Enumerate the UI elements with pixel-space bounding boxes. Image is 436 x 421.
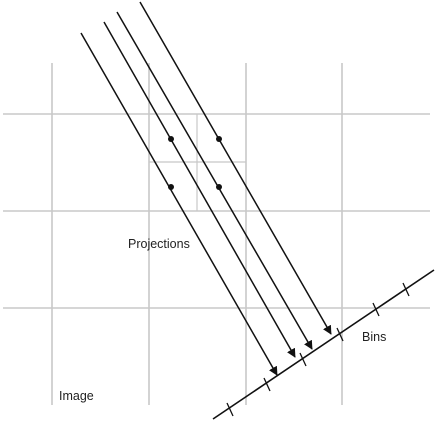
projection-rays — [80, 1, 332, 376]
projection-ray — [103, 21, 296, 358]
bin-tick — [263, 377, 271, 392]
bin-tick — [226, 402, 234, 417]
projection-ray — [80, 32, 278, 376]
image-grid — [3, 63, 430, 405]
projection-ray — [116, 11, 313, 350]
detector-line — [212, 269, 435, 420]
bin-tick — [299, 352, 307, 367]
sample-point — [216, 136, 222, 142]
bin-tick — [372, 302, 380, 317]
projections-label: Projections — [128, 237, 190, 251]
projection-ray — [139, 1, 332, 335]
sample-points — [168, 136, 222, 190]
bin-tick — [336, 327, 344, 342]
bins-label: Bins — [362, 330, 386, 344]
image-label: Image — [59, 389, 94, 403]
sample-point — [168, 136, 174, 142]
detector — [212, 269, 435, 420]
sample-point — [168, 184, 174, 190]
bin-tick — [402, 282, 410, 297]
sample-point — [216, 184, 222, 190]
